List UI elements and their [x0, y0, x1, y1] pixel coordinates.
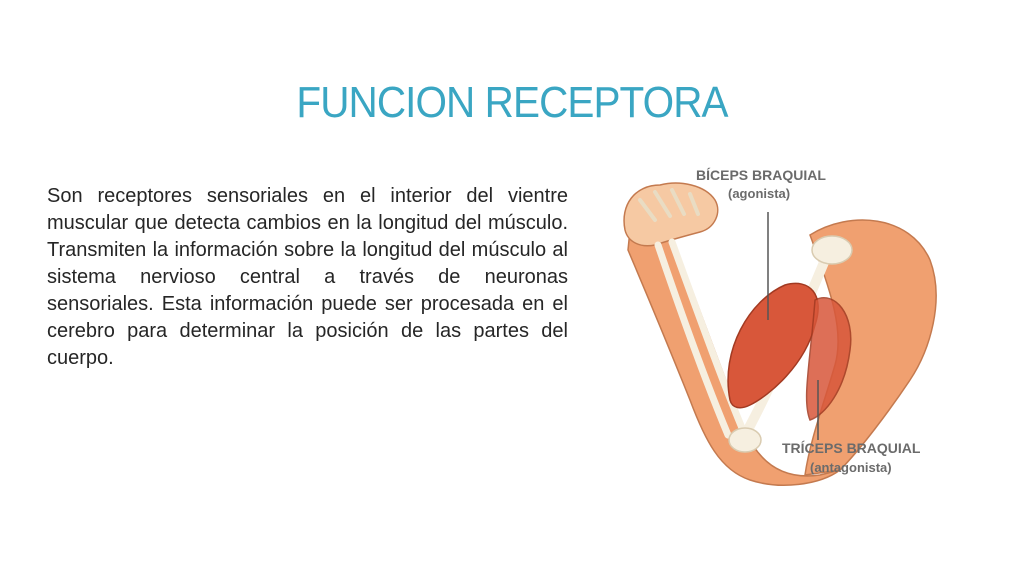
biceps-sublabel: (agonista) [728, 186, 790, 201]
forearm-bones [654, 238, 746, 439]
body-paragraph: Son receptores sensoriales en el interio… [47, 185, 568, 369]
triceps-label: TRÍCEPS BRAQUIAL [782, 440, 921, 456]
triceps-sublabel: (antagonista) [810, 460, 892, 475]
biceps-label: BÍCEPS BRAQUIAL [696, 167, 826, 183]
finger-bones [638, 188, 700, 222]
shoulder-joint [811, 235, 853, 265]
slide-title: FUNCION RECEPTORA [296, 78, 728, 127]
elbow-joint [728, 427, 762, 453]
biceps-muscle [727, 282, 819, 409]
arm-diagram: BÍCEPS BRAQUIAL (agonista) TRÍCEPS BRAQU… [623, 167, 937, 486]
arm-muscle-illustration: BÍCEPS BRAQUIAL (agonista) TRÍCEPS BRAQU… [610, 150, 950, 490]
